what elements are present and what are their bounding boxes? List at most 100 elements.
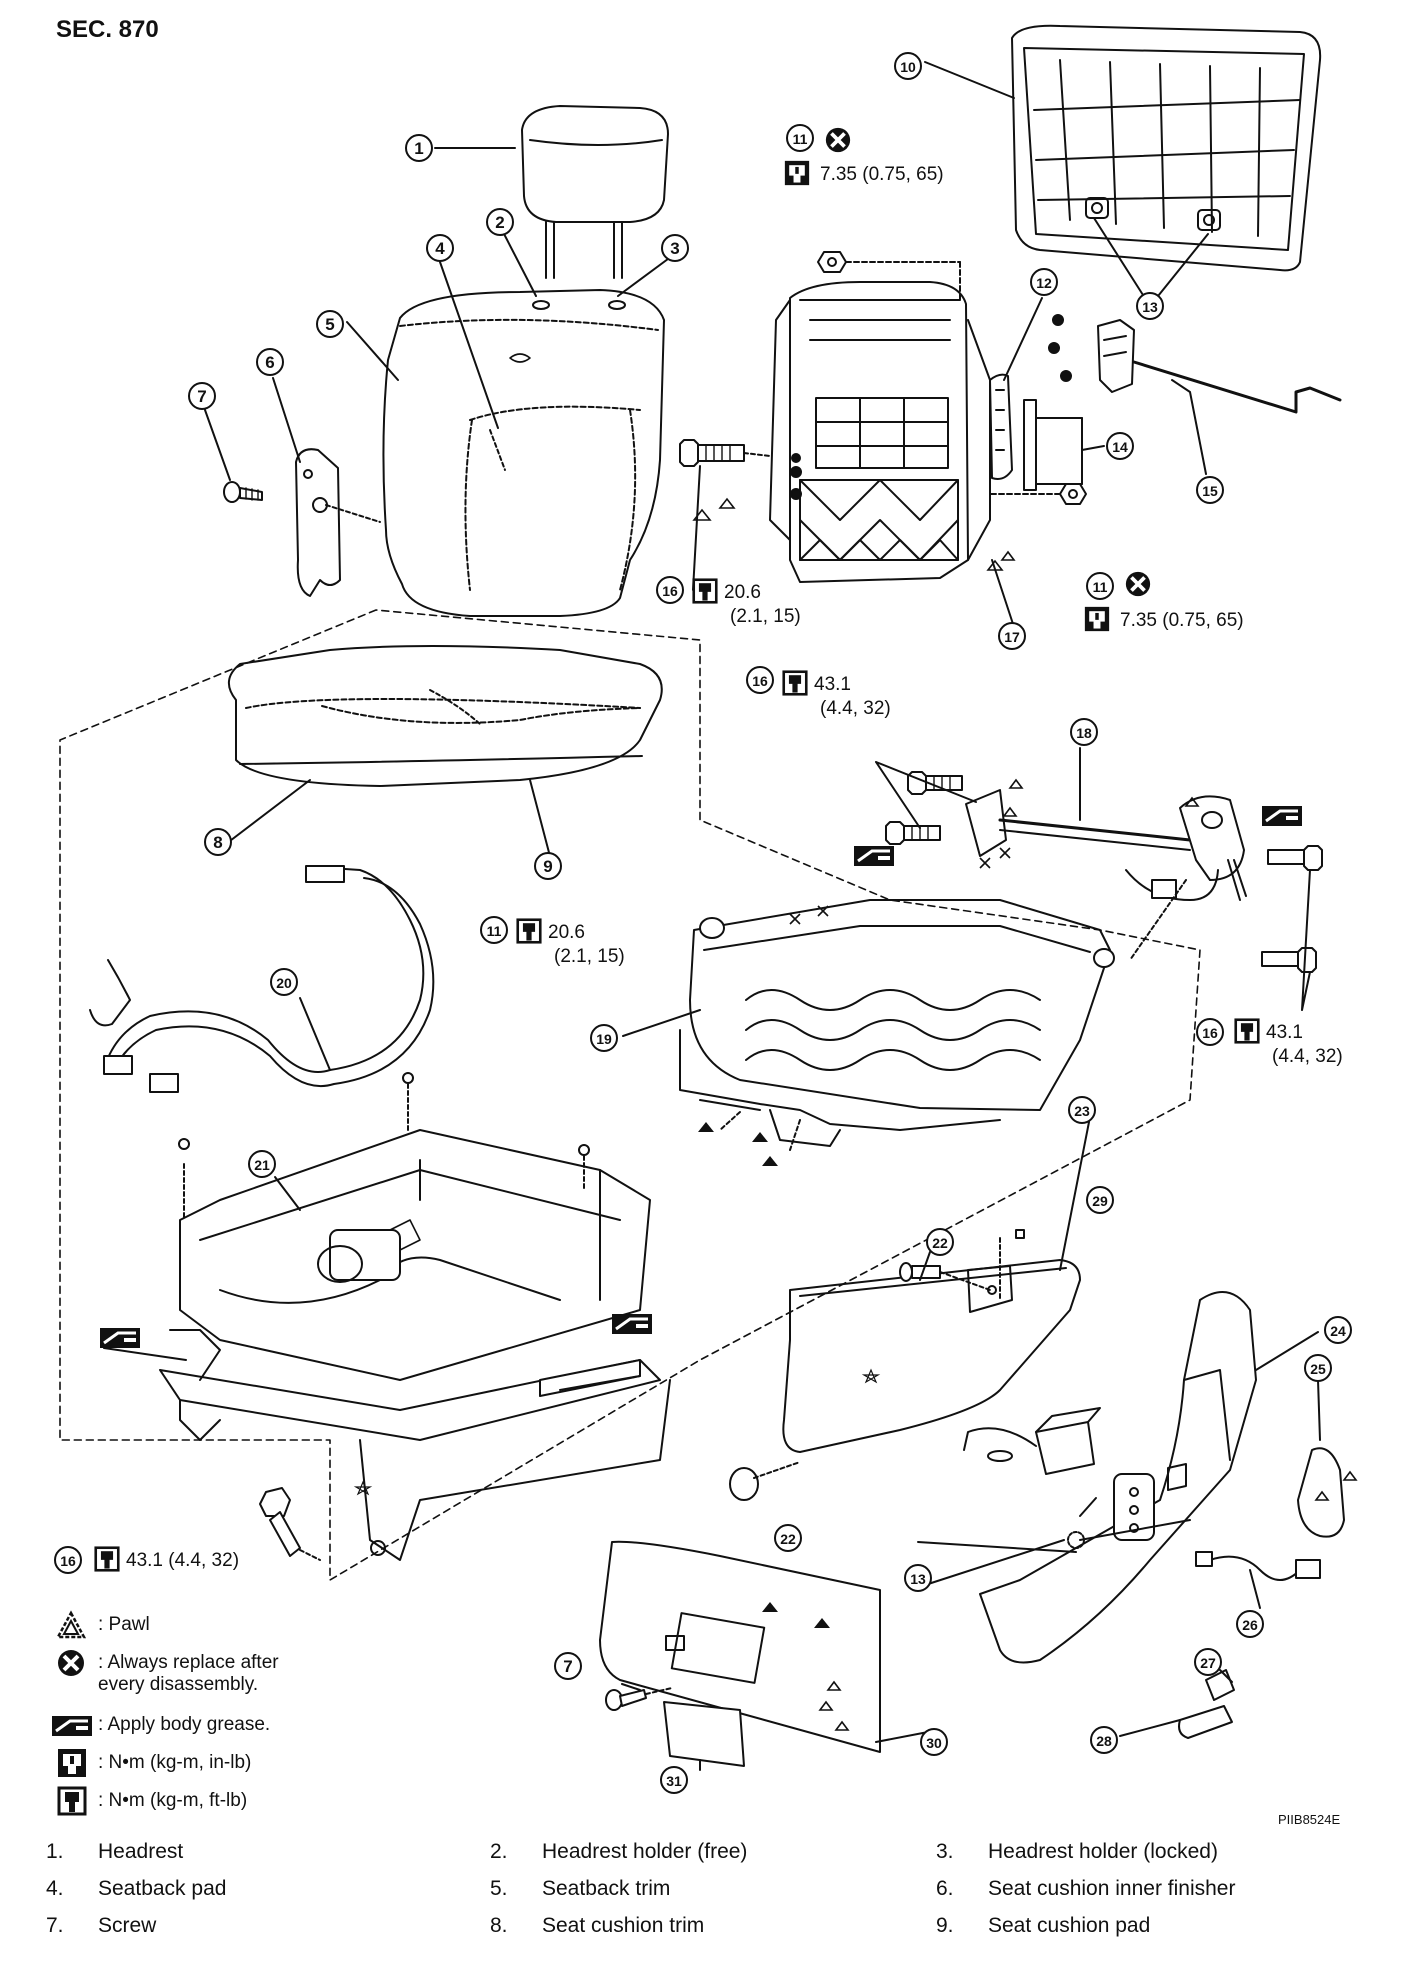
- legend-text: : Apply body grease.: [98, 1714, 271, 1735]
- svg-text:10: 10: [900, 59, 916, 75]
- callout-21: 21: [248, 1150, 276, 1178]
- switch-harness: [1195, 1551, 1321, 1581]
- svg-text:11: 11: [1093, 579, 1108, 595]
- svg-text:24: 24: [1330, 1323, 1346, 1339]
- caution-label: [663, 1701, 745, 1767]
- svg-text:7: 7: [197, 387, 206, 406]
- svg-text:26: 26: [1242, 1617, 1258, 1633]
- callout-18: 18: [1070, 718, 1098, 746]
- svg-text:17: 17: [1004, 629, 1020, 645]
- callout-15: 15: [1196, 476, 1224, 504]
- callout-31: 31: [660, 1766, 688, 1794]
- screw-lower: [605, 1687, 673, 1711]
- legend-row-grease: : Apply body grease.: [52, 1708, 382, 1746]
- seat-adjuster-motor: [965, 789, 1247, 961]
- callout-16: 16: [1196, 1018, 1224, 1046]
- callout-14: 14: [1106, 432, 1134, 460]
- svg-text:22: 22: [932, 1235, 948, 1251]
- callout-29: 29: [1086, 1186, 1114, 1214]
- svg-text:6: 6: [265, 353, 274, 372]
- legend-text: : N•m (kg-m, ft-lb): [98, 1790, 248, 1811]
- bolt-seatback: [679, 439, 771, 467]
- torque-inlb-icon: [58, 1749, 86, 1777]
- svg-text:27: 27: [1200, 1655, 1216, 1671]
- seat-switch: [963, 1407, 1101, 1475]
- cushion-assembly-outline: [59, 609, 1201, 1581]
- replace-marker: [1124, 570, 1152, 598]
- svg-text:18: 18: [1076, 725, 1092, 741]
- svg-text:29: 29: [1092, 1193, 1108, 1209]
- callout-7: 7: [188, 382, 216, 410]
- callout-6: 6: [256, 348, 284, 376]
- seat-cushion-inner-finisher: [295, 448, 381, 597]
- svg-text:19: 19: [596, 1031, 612, 1047]
- torque-inlb-marker: [784, 160, 810, 186]
- callout-22: 22: [774, 1524, 802, 1552]
- svg-text:16: 16: [1202, 1025, 1218, 1041]
- callout-20: 20: [270, 968, 298, 996]
- callout-10: 10: [894, 52, 922, 80]
- clip-lower: [729, 1461, 801, 1501]
- legend-text: : Always replace after every disassembly…: [98, 1652, 279, 1695]
- svg-text:16: 16: [752, 673, 768, 689]
- callout-layer: 1234567789101111111213131415161616161718…: [54, 52, 1352, 1794]
- torque-value: (2.1, 15): [730, 606, 801, 627]
- torque-value: 7.35 (0.75, 65): [820, 164, 944, 185]
- torque-value: 20.6: [548, 922, 585, 943]
- callout-13: 13: [904, 1564, 932, 1592]
- torque-value: (4.4, 32): [1272, 1046, 1343, 1067]
- headrest: [521, 105, 669, 279]
- torque-value: 20.6: [724, 582, 761, 603]
- seatback-board: [1011, 24, 1322, 272]
- knob-lower: [1178, 1705, 1233, 1739]
- legend-text: : Pawl: [98, 1614, 150, 1635]
- svg-text:28: 28: [1096, 1733, 1112, 1749]
- callout-23: 23: [1068, 1096, 1096, 1124]
- callout-22: 22: [926, 1228, 954, 1256]
- svg-text:20: 20: [276, 975, 292, 991]
- seat-cushion-outer-finisher: [979, 1291, 1257, 1664]
- lumbar-unit: [989, 373, 1083, 491]
- torque-ftlb-marker: [782, 670, 808, 696]
- torque-value: 43.1: [814, 674, 851, 695]
- grease-icon: [52, 1714, 92, 1738]
- svg-text:16: 16: [60, 1553, 76, 1569]
- bolt-adjuster-left: [885, 771, 963, 845]
- callout-1: 1: [405, 134, 433, 162]
- svg-text:2: 2: [495, 213, 504, 232]
- torque-value: (2.1, 15): [554, 946, 625, 967]
- torque-value: 7.35 (0.75, 65): [1120, 610, 1244, 631]
- callout-9: 9: [534, 852, 562, 880]
- svg-text:4: 4: [435, 239, 445, 258]
- torque-ftlb-icon: [57, 1786, 87, 1816]
- callout-16: 16: [54, 1546, 82, 1574]
- torque-ftlb-marker: [94, 1546, 120, 1572]
- callout-25: 25: [1304, 1354, 1332, 1382]
- seat-lower-frame: [159, 1072, 671, 1561]
- bolt-slide-rail: [259, 1487, 321, 1561]
- svg-text:21: 21: [254, 1157, 270, 1173]
- callout-16: 16: [746, 666, 774, 694]
- svg-text:11: 11: [487, 923, 502, 939]
- pawl-icon: [56, 1611, 86, 1639]
- seat-front-panel: [599, 1540, 881, 1753]
- legend-row-torque-ftlb: : N•m (kg-m, ft-lb): [52, 1784, 382, 1822]
- nut-seatback-top: [817, 251, 961, 301]
- callout-8: 8: [204, 828, 232, 856]
- callout-11: 11: [786, 124, 814, 152]
- figure-id: PIIB8524E: [1278, 1812, 1341, 1827]
- seat-exploded-diagram: 7.35 (0.75, 65) 7.35 (0.75, 65) 20.6 (2.…: [54, 24, 1358, 1794]
- legend-text: : N•m (kg-m, in-lb): [98, 1752, 252, 1773]
- torque-value: 43.1 (4.4, 32): [126, 1550, 239, 1571]
- legend-row-pawl: : Pawl: [52, 1608, 382, 1646]
- torque-ftlb-marker: [516, 918, 542, 944]
- nut-seatback-right: [989, 483, 1087, 505]
- callout-11: 11: [1086, 572, 1114, 600]
- grease-marker: [854, 844, 894, 868]
- torque-ftlb-marker: [1234, 1018, 1260, 1044]
- svg-text:25: 25: [1310, 1361, 1326, 1377]
- svg-text:15: 15: [1202, 483, 1218, 499]
- callout-11: 11: [480, 916, 508, 944]
- callout-4: 4: [426, 234, 454, 262]
- callout-28: 28: [1090, 1726, 1118, 1754]
